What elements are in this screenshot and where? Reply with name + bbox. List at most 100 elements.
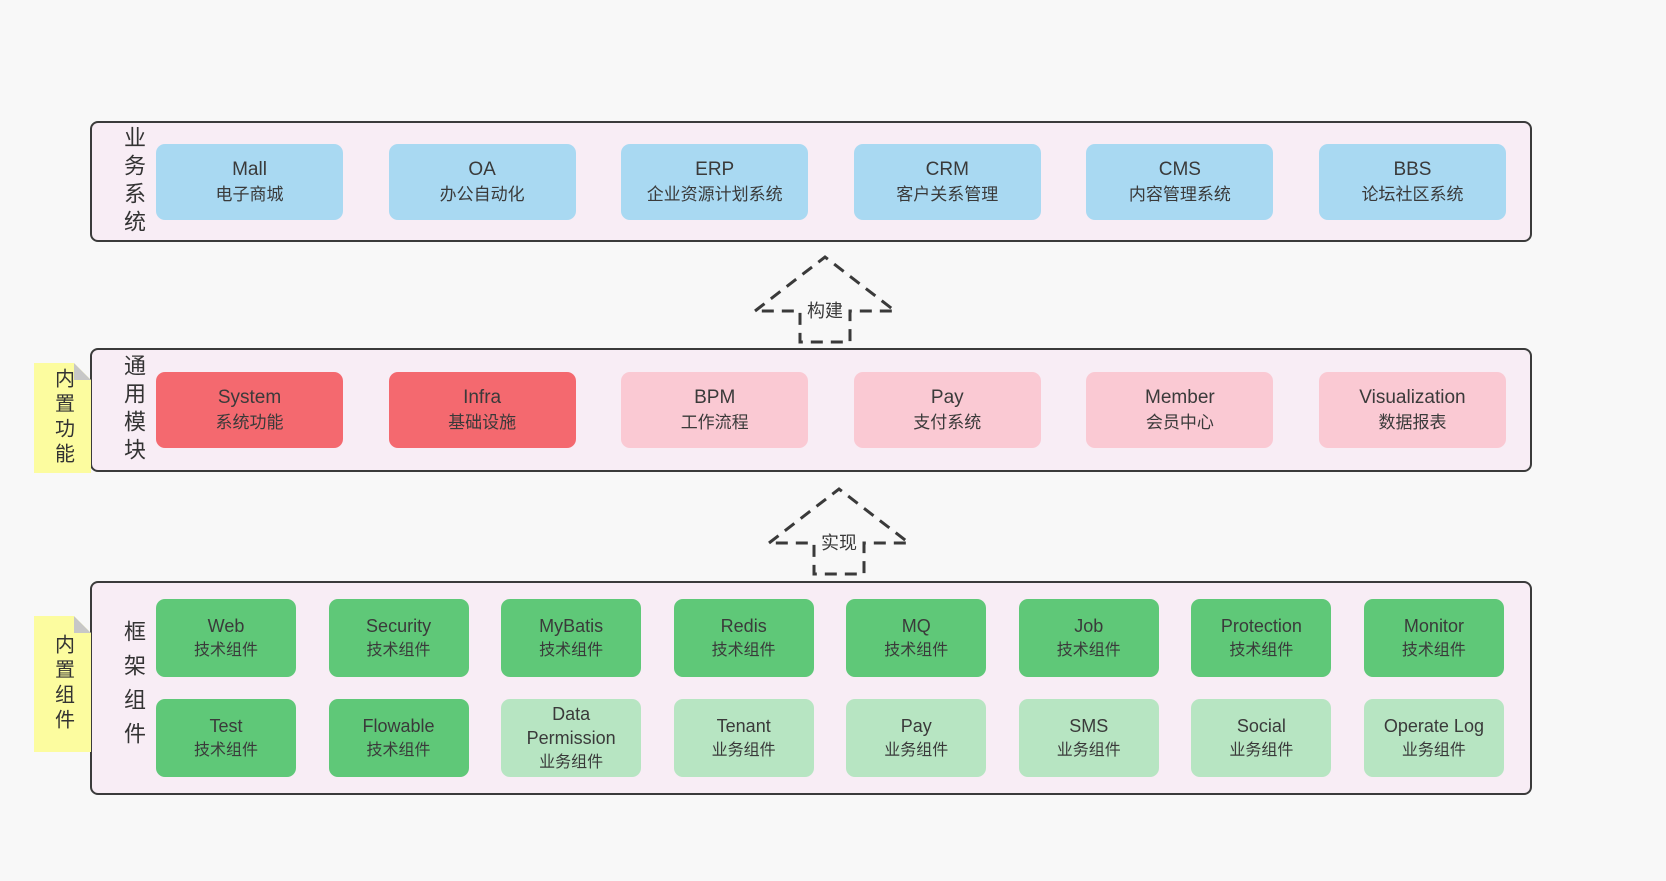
box-title: Monitor [1403, 616, 1464, 637]
box-subtitle: 业务组件 [711, 741, 776, 759]
box-title: Web [207, 616, 245, 637]
box-title: Social [1236, 716, 1286, 737]
sticky-note-text: 内置组件 [51, 634, 74, 734]
box-security: Security 技术组件 [328, 599, 469, 677]
arrow-build: 构建 [752, 255, 900, 344]
box-subtitle: 技术组件 [193, 741, 258, 759]
box-subtitle: 技术组件 [1056, 641, 1121, 659]
box-title: System [217, 387, 282, 409]
box-title: MQ [901, 616, 931, 637]
arrow-build-outline [752, 255, 900, 344]
box-flowable: Flowable 技术组件 [328, 699, 469, 777]
band-label-common-modules: 通用模块 [121, 354, 146, 466]
box-test: Test 技术组件 [156, 699, 296, 777]
box-title: Redis [720, 616, 767, 637]
box-subtitle: 会员中心 [1145, 413, 1214, 433]
box-mall: Mall 电子商城 [156, 143, 343, 220]
box-subtitle: 企业资源计划系统 [646, 184, 783, 204]
box-subtitle: 基础设施 [448, 413, 517, 433]
box-title: CMS [1158, 158, 1201, 180]
sticky-note-built-in-features: 内置功能 [34, 363, 91, 473]
framework-components-rows: Web 技术组件 Security 技术组件 MyBatis 技术组件 Redi… [144, 599, 1530, 777]
sticky-note-text: 内置功能 [51, 368, 74, 468]
box-bbs: BBS 论坛社区系统 [1318, 143, 1506, 220]
box-subtitle: 技术组件 [366, 741, 431, 759]
box-subtitle: 技术组件 [1229, 641, 1294, 659]
box-subtitle: 工作流程 [680, 413, 749, 433]
arrow-implement-label: 实现 [821, 533, 857, 553]
box-title: CRM [925, 158, 969, 180]
box-protection: Protection 技术组件 [1191, 599, 1332, 677]
box-web: Web 技术组件 [156, 599, 296, 677]
box-title: Job [1074, 616, 1104, 637]
box-oa: OA 办公自动化 [388, 143, 576, 220]
arrow-build-label: 构建 [807, 301, 843, 321]
box-subtitle: 系统功能 [215, 413, 284, 433]
box-subtitle: 论坛社区系统 [1361, 184, 1464, 204]
sticky-note-built-in-components: 内置组件 [34, 616, 91, 752]
box-cms: CMS 内容管理系统 [1086, 143, 1274, 220]
box-subtitle: 技术组件 [1401, 641, 1466, 659]
box-subtitle: 业务组件 [1056, 741, 1121, 759]
framework-row-1: Web 技术组件 Security 技术组件 MyBatis 技术组件 Redi… [156, 599, 1504, 677]
box-title: Member [1145, 387, 1215, 409]
box-erp: ERP 企业资源计划系统 [621, 143, 809, 220]
box-title: Visualization [1359, 387, 1466, 409]
box-title: SMS [1069, 716, 1109, 737]
common-modules-boxes: System 系统功能 Infra 基础设施 BPM 工作流程 Pay 支付系统… [144, 372, 1530, 448]
box-social: Social 业务组件 [1191, 699, 1332, 777]
box-subtitle: 支付系统 [913, 413, 982, 433]
box-subtitle: 办公自动化 [439, 184, 525, 204]
box-subtitle: 技术组件 [193, 641, 258, 659]
band-label-business-systems: 业务系统 [121, 125, 146, 238]
box-mybatis: MyBatis 技术组件 [501, 599, 642, 677]
box-bpm: BPM 工作流程 [621, 372, 809, 448]
box-title: Tenant [716, 716, 771, 737]
box-subtitle: 业务组件 [539, 753, 604, 771]
box-subtitle: 技术组件 [711, 641, 776, 659]
folded-corner-icon [74, 363, 91, 380]
box-title: BBS [1393, 158, 1432, 180]
band-common-modules: 通用模块 System 系统功能 Infra 基础设施 BPM 工作流程 Pay… [90, 348, 1532, 472]
box-job: Job 技术组件 [1018, 599, 1159, 677]
box-redis: Redis 技术组件 [673, 599, 814, 677]
box-subtitle: 技术组件 [884, 641, 949, 659]
box-title: Flowable [362, 716, 435, 737]
box-subtitle: 数据报表 [1378, 413, 1447, 433]
box-member: Member 会员中心 [1086, 372, 1274, 448]
arrow-label-backplate [802, 296, 848, 324]
box-system: System 系统功能 [156, 372, 343, 448]
box-title: BPM [694, 387, 736, 409]
box-title: MyBatis [539, 616, 604, 637]
box-title: Pay [900, 716, 932, 737]
box-sms: SMS 业务组件 [1018, 699, 1159, 777]
box-title: Infra [463, 387, 502, 409]
folded-corner-icon [74, 616, 91, 633]
band-business-systems: 业务系统 Mall 电子商城 OA 办公自动化 ERP 企业资源计划系统 CRM… [90, 121, 1532, 242]
box-data-permission: Data Permission 业务组件 [501, 699, 642, 777]
box-title: Security [366, 616, 432, 637]
band-framework-components: 框架组件 Web 技术组件 Security 技术组件 MyBatis 技术组件… [90, 581, 1532, 795]
box-subtitle: 业务组件 [1229, 741, 1294, 759]
box-infra: Infra 基础设施 [388, 372, 576, 448]
box-crm: CRM 客户关系管理 [853, 143, 1041, 220]
framework-row-2: Test 技术组件 Flowable 技术组件 Data Permission … [156, 699, 1504, 777]
box-monitor: Monitor 技术组件 [1363, 599, 1504, 677]
box-subtitle: 内容管理系统 [1128, 184, 1231, 204]
band-label-framework-components: 框架组件 [121, 620, 146, 756]
business-systems-boxes: Mall 电子商城 OA 办公自动化 ERP 企业资源计划系统 CRM 客户关系… [144, 143, 1530, 220]
box-title: Operate Log [1383, 716, 1484, 737]
box-title: Mall [232, 158, 267, 180]
box-pay-module: Pay 支付系统 [853, 372, 1041, 448]
box-title: Protection [1220, 616, 1302, 637]
box-operate-log: Operate Log 业务组件 [1363, 699, 1504, 777]
box-subtitle: 技术组件 [539, 641, 604, 659]
box-subtitle: 技术组件 [366, 641, 431, 659]
box-subtitle: 业务组件 [1401, 741, 1466, 759]
arrow-implement: 实现 [766, 487, 914, 576]
box-title: Pay [930, 387, 964, 409]
box-title: Test [209, 716, 243, 737]
box-mq: MQ 技术组件 [846, 599, 987, 677]
arrow-label-backplate [816, 528, 862, 556]
box-tenant: Tenant 业务组件 [673, 699, 814, 777]
